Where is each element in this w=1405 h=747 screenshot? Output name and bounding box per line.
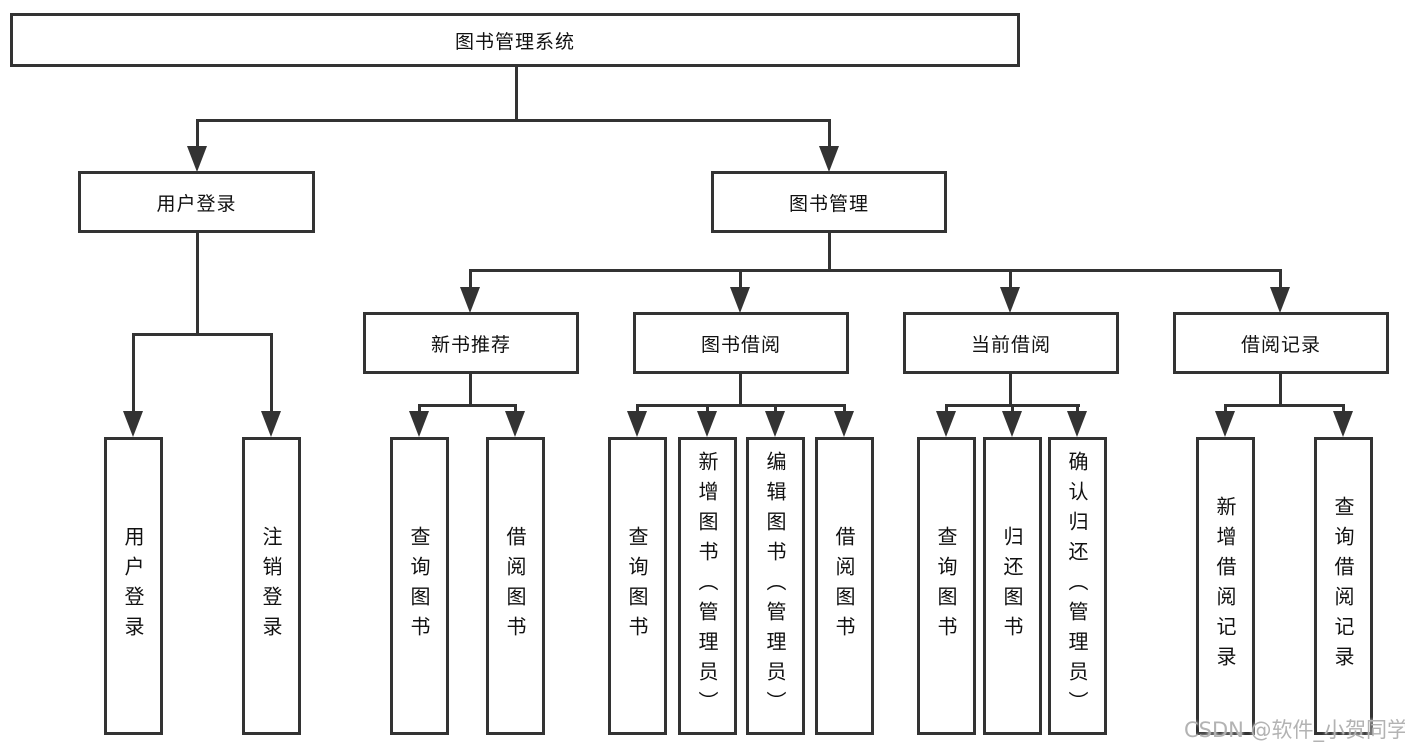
leaf-newbooks-borrow: 借阅图书 [486, 437, 545, 735]
connector-line [706, 404, 709, 413]
connector-line [270, 333, 273, 414]
connector-line [418, 404, 517, 407]
connector-line [1011, 404, 1014, 413]
connector-line [739, 269, 742, 289]
connector-line [469, 269, 472, 289]
leaf-logout: 注销登录 [242, 437, 301, 735]
leaf-records-add: 新增借阅记录 [1196, 437, 1255, 735]
connector-line [739, 373, 742, 407]
connector-line [843, 404, 846, 413]
arrowhead-down-icon [460, 287, 480, 313]
arrowhead-down-icon [1002, 411, 1022, 437]
arrowhead-down-icon [834, 411, 854, 437]
leaf-borrow-edit-admin: 编辑图书（管理员） [746, 437, 805, 735]
arrowhead-down-icon [505, 411, 525, 437]
arrowhead-down-icon [123, 411, 143, 437]
arrowhead-down-icon [1333, 411, 1353, 437]
connector-line [1224, 404, 1227, 413]
connector-line [132, 333, 135, 414]
leaf-user-login: 用户登录 [104, 437, 163, 735]
arrowhead-down-icon [1067, 411, 1087, 437]
csdn-watermark: CSDN @软件_小贺同学 [1184, 718, 1405, 742]
connector-line [132, 333, 273, 336]
connector-line [1009, 269, 1012, 289]
arrowhead-down-icon [409, 411, 429, 437]
arrowhead-down-icon [1270, 287, 1290, 313]
node-current-borrow: 当前借阅 [903, 312, 1119, 374]
node-borrow-records: 借阅记录 [1173, 312, 1389, 374]
connector-line [828, 232, 831, 272]
connector-line [196, 119, 831, 122]
arrowhead-down-icon [697, 411, 717, 437]
arrowhead-down-icon [627, 411, 647, 437]
leaf-borrow-borrow: 借阅图书 [815, 437, 874, 735]
connector-line [469, 269, 1282, 272]
connector-line [1279, 373, 1282, 407]
node-new-book-recommend: 新书推荐 [363, 312, 579, 374]
connector-line [1279, 269, 1282, 289]
arrowhead-down-icon [765, 411, 785, 437]
leaf-current-confirm-admin: 确认归还（管理员） [1048, 437, 1107, 735]
connector-line [418, 404, 421, 413]
connector-line [945, 404, 948, 413]
connector-line [469, 373, 472, 407]
node-book-borrow: 图书借阅 [633, 312, 849, 374]
leaf-current-return: 归还图书 [983, 437, 1042, 735]
arrowhead-down-icon [261, 411, 281, 437]
leaf-borrow-query: 查询图书 [608, 437, 667, 735]
leaf-records-query: 查询借阅记录 [1314, 437, 1373, 735]
connector-line [1224, 404, 1345, 407]
arrowhead-down-icon [730, 287, 750, 313]
node-user-login: 用户登录 [78, 171, 315, 233]
connector-line [636, 404, 846, 407]
connector-line [1009, 373, 1012, 407]
arrowhead-down-icon [936, 411, 956, 437]
connector-line [774, 404, 777, 413]
leaf-current-query: 查询图书 [917, 437, 976, 735]
connector-line [1076, 404, 1079, 413]
connector-line [196, 232, 199, 336]
leaf-newbooks-query: 查询图书 [390, 437, 449, 735]
connector-line [196, 119, 199, 147]
connector-line [515, 66, 518, 120]
connector-line [636, 404, 639, 413]
leaf-borrow-add-admin: 新增图书（管理员） [678, 437, 737, 735]
connector-line [828, 119, 831, 147]
node-root-library-system: 图书管理系统 [10, 13, 1020, 67]
arrowhead-down-icon [819, 146, 839, 172]
connector-line [514, 404, 517, 413]
arrowhead-down-icon [187, 146, 207, 172]
arrowhead-down-icon [1000, 287, 1020, 313]
arrowhead-down-icon [1215, 411, 1235, 437]
node-book-management: 图书管理 [711, 171, 947, 233]
connector-line [1342, 404, 1345, 413]
